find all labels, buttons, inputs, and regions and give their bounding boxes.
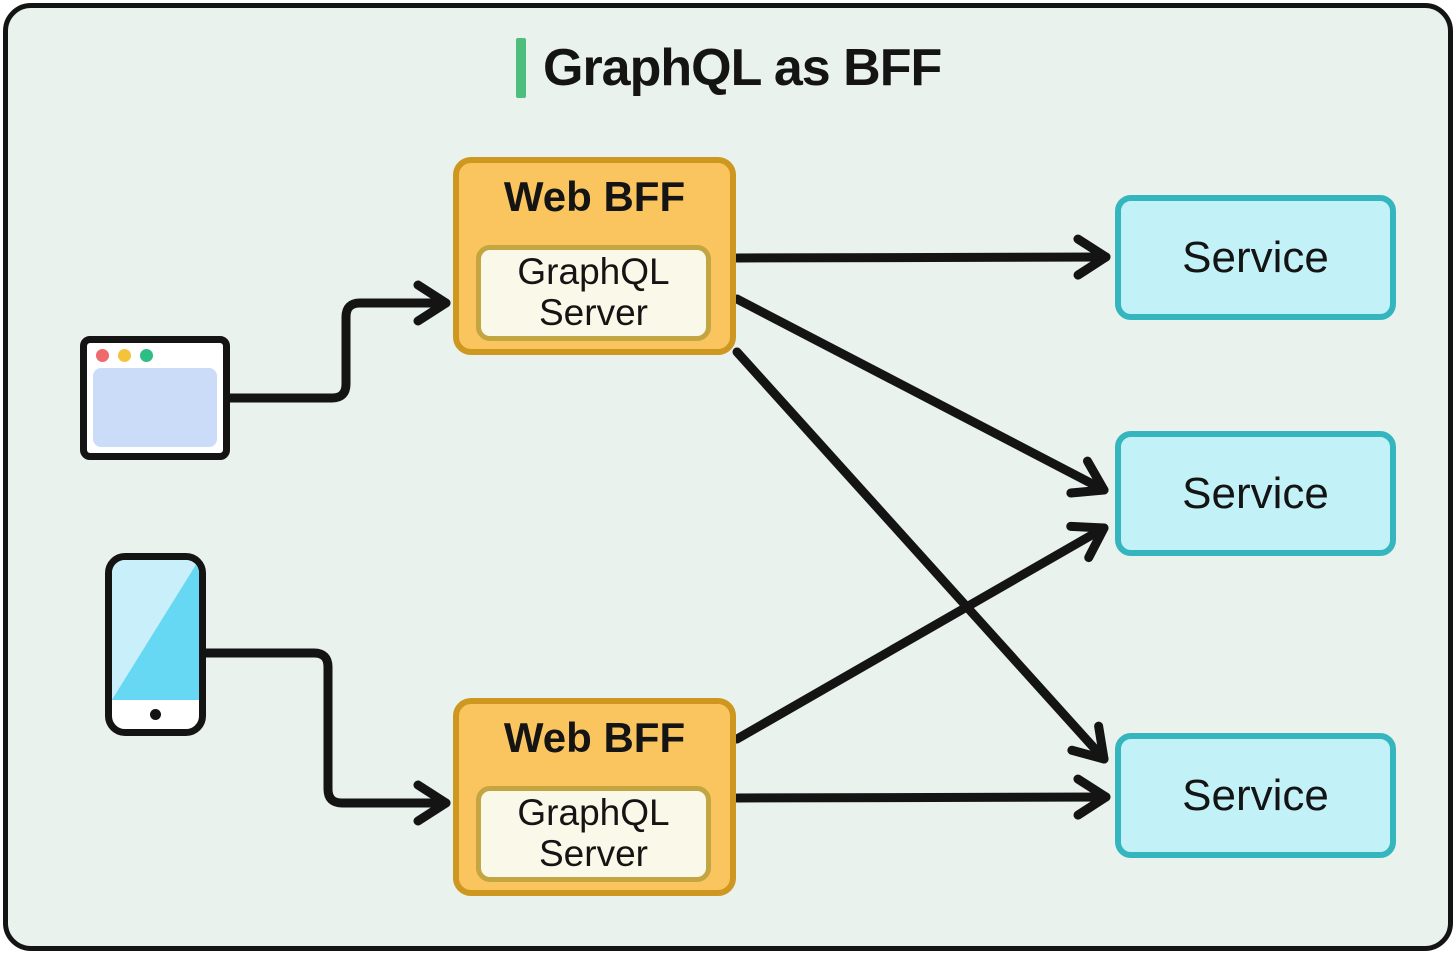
arrow-web-bff-top-to-service-2 [732, 294, 1109, 498]
browser-dot-green-icon [140, 349, 153, 362]
arrow-phone-to-web-bff-bottom [201, 648, 451, 826]
arrow-web-bff-bottom-to-service-3 [732, 774, 1111, 820]
smartphone-home-button-icon [150, 709, 161, 720]
browser-dot-red-icon [96, 349, 109, 362]
browser-viewport [93, 368, 217, 447]
graphql-server-bottom-node: GraphQL Server [476, 786, 711, 882]
web-bff-top-node: Web BFF GraphQL Server [453, 157, 736, 355]
web-bff-bottom-node: Web BFF GraphQL Server [453, 698, 736, 896]
graphql-server-top-label: GraphQL Server [517, 251, 670, 333]
arrow-web-bff-top-to-service-1 [732, 234, 1111, 280]
title-accent-bar [516, 38, 526, 98]
smartphone-home-area [112, 700, 199, 729]
web-bff-bottom-label: Web BFF [503, 714, 686, 761]
graphql-server-bottom-label: GraphQL Server [517, 792, 670, 874]
browser-dot-yellow-icon [118, 349, 131, 362]
smartphone-icon [105, 553, 206, 736]
page-title-text: GraphQL as BFF [543, 39, 942, 97]
service-2-label: Service [1182, 468, 1329, 518]
service-3-node: Service [1115, 733, 1396, 858]
service-1-label: Service [1182, 232, 1329, 282]
service-2-node: Service [1115, 431, 1396, 556]
web-bff-top-label: Web BFF [503, 173, 686, 220]
page-title: GraphQL as BFF [516, 38, 942, 98]
service-1-node: Service [1115, 195, 1396, 320]
browser-window-icon [80, 336, 230, 460]
diagram-canvas: GraphQL as BFF Web BFF GraphQL Server We… [3, 3, 1453, 951]
graphql-server-top-node: GraphQL Server [476, 245, 711, 341]
arrow-web-bff-bottom-to-service-2 [732, 521, 1109, 744]
arrow-browser-to-web-bff-top [225, 280, 451, 403]
arrow-web-bff-top-to-service-3 [732, 347, 1109, 764]
smartphone-screen [112, 560, 199, 700]
service-3-label: Service [1182, 770, 1329, 820]
browser-titlebar [87, 343, 223, 368]
